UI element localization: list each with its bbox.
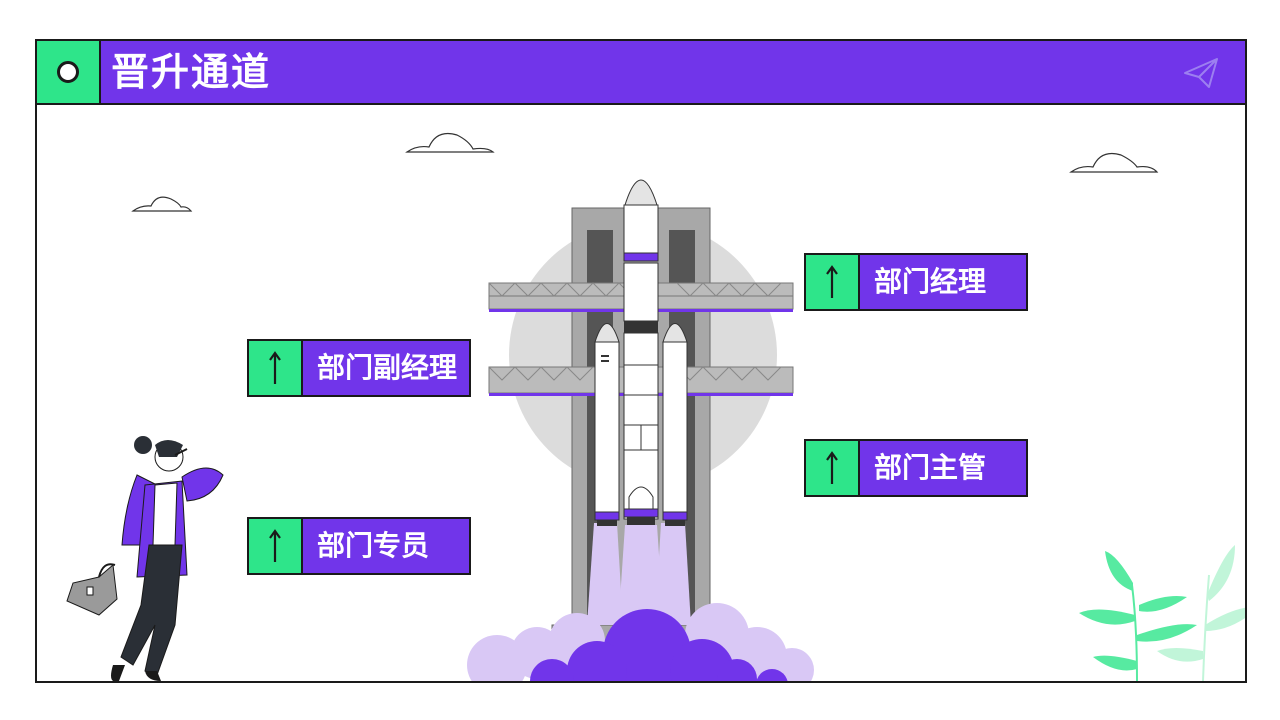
career-step-manager: 部门经理 [804,253,1028,311]
career-step-specialist: 部门专员 [247,517,471,575]
paper-plane-icon [1184,58,1218,88]
cloud-icon [405,132,495,153]
cloud-icon [1069,152,1159,173]
career-step-label: 部门经理 [874,265,987,298]
arrow-up-icon [269,529,281,562]
rocket-launch-illustration [66,132,1245,681]
arrow-up-icon [826,265,838,298]
leaf-plant-icon [1079,551,1197,681]
arrow-up-cell [806,441,860,495]
arrow-up-cell [249,341,303,395]
header-bar: 晋升通道 [37,41,1245,105]
leaf-plant-icon [1157,545,1245,681]
circle-icon [57,61,79,83]
arrow-up-cell [249,519,303,573]
arrow-up-cell [806,255,860,309]
career-step-deputy-manager: 部门副经理 [247,339,471,397]
cloud-icon [131,196,193,212]
career-step-label: 部门专员 [317,529,430,562]
businesswoman-figure [66,436,224,681]
career-step-supervisor: 部门主管 [804,439,1028,497]
arrow-up-icon [269,351,281,384]
page-title: 晋升通道 [111,50,272,94]
header-badge [37,41,101,103]
slide-frame: 晋升通道 [35,39,1247,683]
career-step-label: 部门副经理 [317,351,458,384]
career-step-label: 部门主管 [874,451,987,484]
arrow-up-icon [826,451,838,484]
illustration-stage: 部门专员 部门副经理 部门主管 部门经理 [37,105,1245,681]
